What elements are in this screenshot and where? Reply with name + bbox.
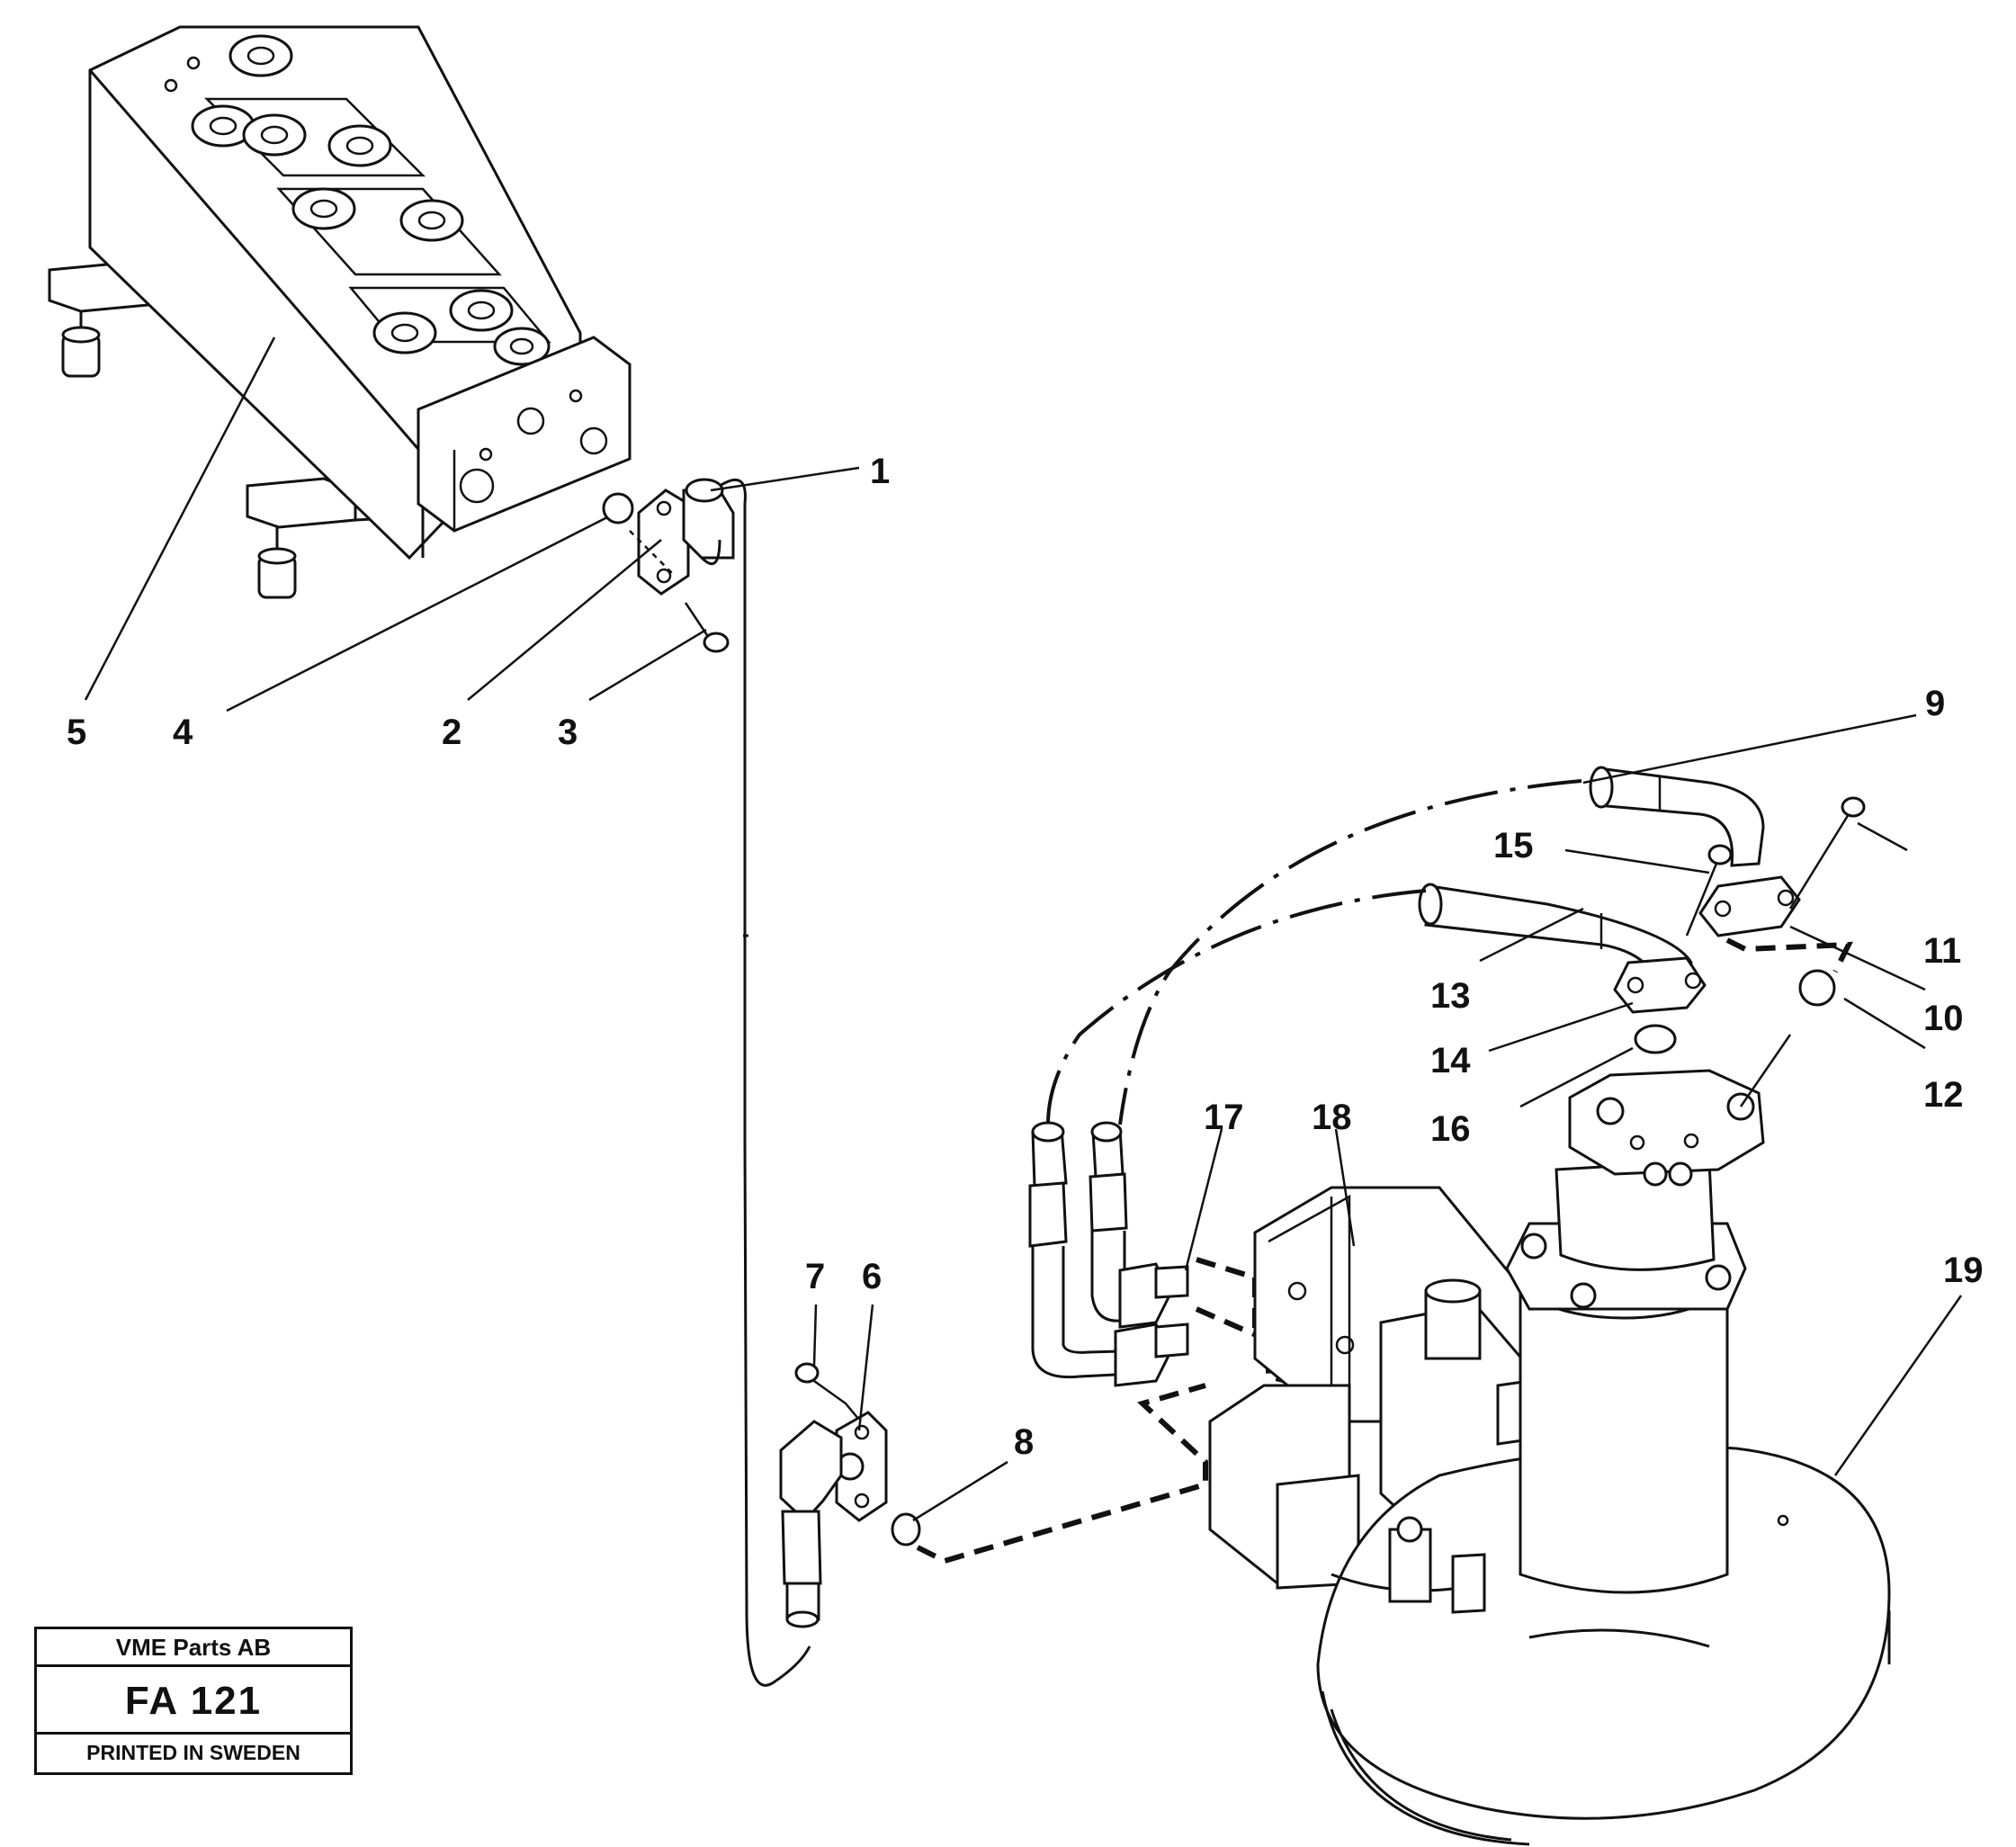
control-valve-block bbox=[48, 25, 632, 599]
bolt-11 bbox=[1788, 796, 1866, 910]
callout-10: 10 bbox=[1923, 999, 1964, 1038]
callout-8: 8 bbox=[1014, 1422, 1034, 1462]
callout-2: 2 bbox=[442, 713, 461, 752]
hose-fitting-1 bbox=[682, 478, 735, 566]
callout-15: 15 bbox=[1493, 826, 1534, 865]
diagram-code: FA 121 bbox=[37, 1667, 350, 1735]
hose-9 bbox=[1589, 766, 1765, 867]
callout-13: 13 bbox=[1430, 976, 1471, 1016]
printed-note: PRINTED IN SWEDEN bbox=[86, 1741, 300, 1764]
flange-2 bbox=[637, 489, 690, 596]
adapter-17 bbox=[1114, 1262, 1189, 1387]
callout-17: 17 bbox=[1204, 1098, 1244, 1137]
port-clamps bbox=[164, 34, 551, 366]
leader-lines bbox=[84, 336, 1963, 1522]
o-ring-8 bbox=[891, 1512, 921, 1547]
fitting-7-bolt bbox=[794, 1362, 860, 1421]
callout-11: 11 bbox=[1923, 931, 1961, 971]
title-block: VME Parts AB FA 121 PRINTED IN SWEDEN bbox=[34, 1627, 353, 1775]
callout-5: 5 bbox=[67, 713, 86, 752]
callout-1: 1 bbox=[870, 452, 890, 491]
bolt-15 bbox=[1685, 844, 1733, 937]
callout-7: 7 bbox=[805, 1257, 825, 1296]
swing-motor-19 bbox=[1316, 1069, 1891, 1846]
callout-9: 9 bbox=[1925, 684, 1945, 723]
callout-3: 3 bbox=[558, 713, 578, 752]
o-ring-4 bbox=[602, 492, 634, 525]
hose-line-left bbox=[719, 478, 811, 1687]
o-ring-16 bbox=[1634, 1024, 1677, 1054]
callout-18: 18 bbox=[1312, 1098, 1352, 1137]
callout-16: 16 bbox=[1430, 1109, 1471, 1149]
callout-19: 19 bbox=[1943, 1251, 1984, 1290]
flange-10 bbox=[1698, 875, 1801, 937]
callout-6: 6 bbox=[862, 1257, 882, 1296]
callout-4: 4 bbox=[173, 713, 193, 752]
callout-14: 14 bbox=[1430, 1041, 1471, 1080]
company-name: VME Parts AB bbox=[37, 1629, 350, 1667]
callout-12: 12 bbox=[1923, 1075, 1964, 1115]
elbow-hose-6 bbox=[779, 1420, 843, 1628]
flange-6 bbox=[835, 1411, 888, 1522]
hose-ends-17 bbox=[1028, 1121, 1139, 1379]
bolt-3 bbox=[684, 602, 730, 653]
flange-14 bbox=[1613, 956, 1707, 1014]
o-ring-12 bbox=[1798, 969, 1836, 1007]
callout-numbers: 1 2 3 4 5 6 7 8 9 10 11 12 13 14 15 16 1… bbox=[67, 452, 1984, 1462]
